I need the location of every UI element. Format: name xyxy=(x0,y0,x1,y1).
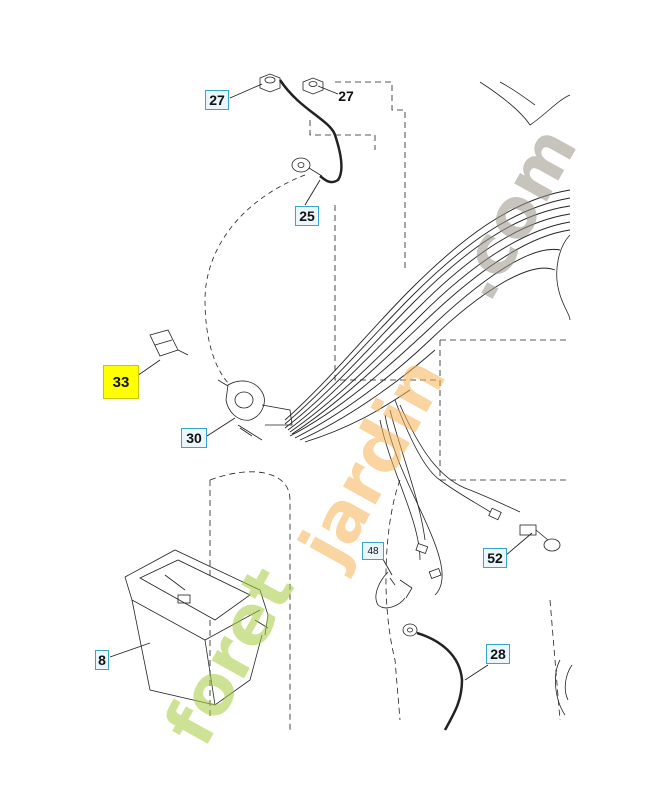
ring-terminal-28 xyxy=(402,623,418,637)
leader-lines xyxy=(109,83,533,681)
tray-part-8 xyxy=(124,549,269,706)
callout-28[interactable]: 28 xyxy=(486,644,510,664)
callout-33-highlighted[interactable]: 33 xyxy=(103,365,139,399)
ring-terminal-25 xyxy=(291,157,323,177)
nut-left xyxy=(259,73,281,93)
nut-right xyxy=(302,77,324,95)
part-33-connector xyxy=(149,329,189,357)
callout-30[interactable]: 30 xyxy=(181,428,207,448)
bulb-52 xyxy=(535,529,561,552)
partial-components xyxy=(479,81,573,716)
connection-arc xyxy=(204,174,306,386)
wire-branches xyxy=(379,399,521,596)
part-48-connector xyxy=(375,571,413,609)
callout-48[interactable]: 48 xyxy=(362,542,384,560)
cable-28 xyxy=(416,631,464,731)
cable-25 xyxy=(278,79,343,184)
callout-25[interactable]: 25 xyxy=(295,206,319,226)
callout-27-right[interactable]: 27 xyxy=(338,88,354,104)
callout-27-left[interactable]: 27 xyxy=(205,90,229,110)
callout-52[interactable]: 52 xyxy=(483,548,507,568)
connector-group xyxy=(415,507,537,579)
callout-8[interactable]: 8 xyxy=(95,650,109,670)
ignition-switch-30 xyxy=(217,379,293,441)
wire-bundle xyxy=(284,189,571,443)
